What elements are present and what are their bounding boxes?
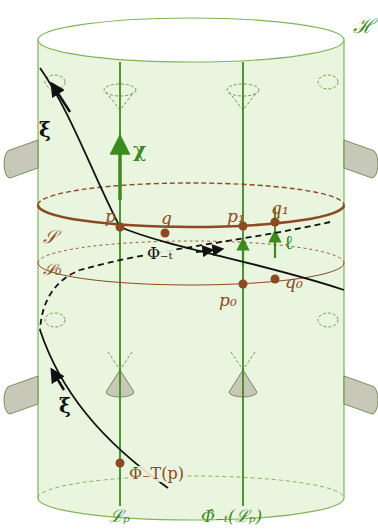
region-name: ℋ xyxy=(352,16,375,36)
section-name: 𝒮 xyxy=(42,228,58,246)
point-name: q₀ xyxy=(284,274,304,291)
flow-name: Φ₋ₜ xyxy=(146,246,174,262)
vector-name: χ xyxy=(132,140,147,160)
vector-name: ξ xyxy=(38,120,52,140)
point-name: q₁ xyxy=(270,200,290,217)
point-name: p₀ xyxy=(218,292,238,309)
section-name: 𝒮₀ xyxy=(42,262,62,278)
vector-name: ξ xyxy=(58,396,72,416)
point-name: Φ₋T(p) xyxy=(128,466,185,482)
point-name: p₁ xyxy=(226,208,246,225)
vector-name: ℓ xyxy=(284,232,294,252)
generator-name: Φ̂₋ₜ(ℒₚ) xyxy=(200,508,263,525)
generator-name: ℒₚ xyxy=(108,508,131,525)
point-name: p xyxy=(104,208,117,225)
point-name: q xyxy=(160,210,173,227)
